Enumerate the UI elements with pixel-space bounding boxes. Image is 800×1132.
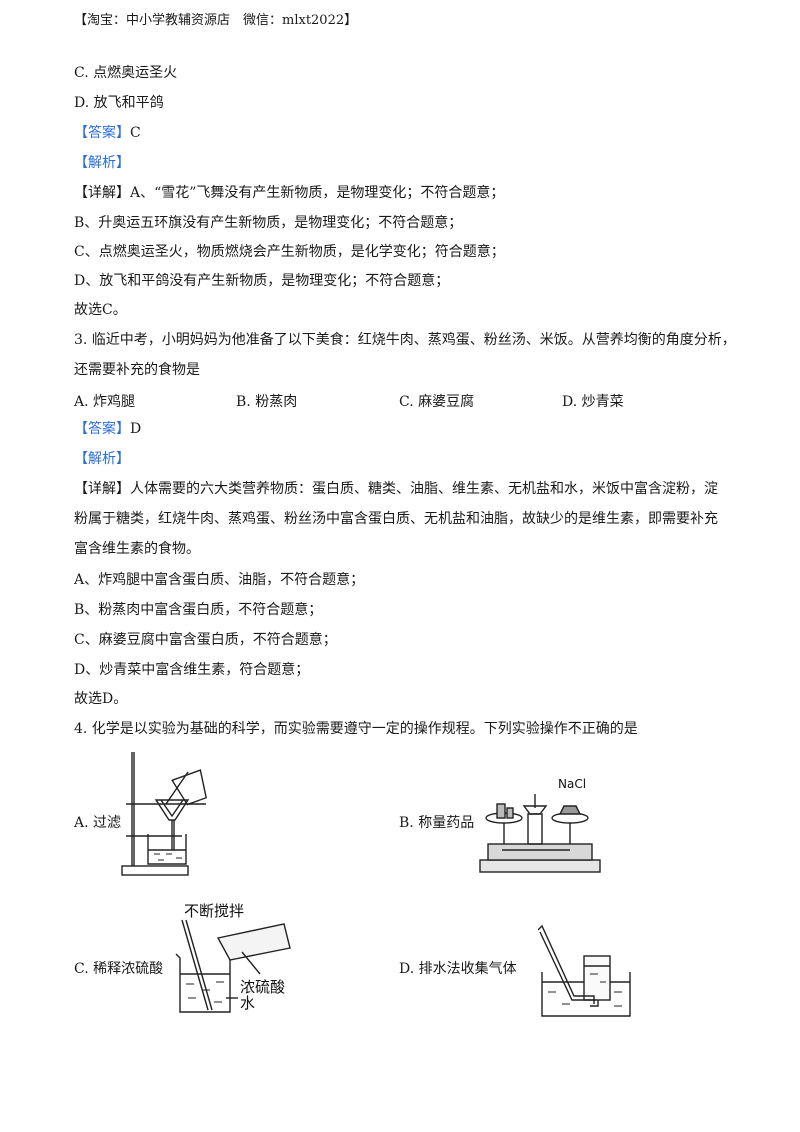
q2-analysis-tag: 【解析】: [74, 155, 130, 171]
q3-option-d: D. 炒青菜: [562, 394, 624, 410]
q2-option-c: C. 点燃奥运圣火: [74, 65, 178, 81]
fig-d-label: D. 排水法收集气体: [399, 961, 517, 977]
answer-value: C: [130, 125, 141, 141]
q3-stem-1: 3. 临近中考，小明妈妈为他准备了以下美食：红烧牛肉、蒸鸡蛋、粉丝汤、米饭。从营…: [74, 332, 736, 348]
filtration-figure: [121, 752, 207, 876]
q3-detail-1: 【详解】人体需要的六大类营养物质：蛋白质、糖类、油脂、维生素、无机盐和水，米饭中…: [74, 481, 718, 497]
answer-tag: 【答案】: [74, 125, 130, 141]
q3-option-b: B. 粉蒸肉: [236, 394, 298, 410]
fig-c-label: C. 稀释浓硫酸: [74, 961, 164, 977]
q2-answer: 【答案】C: [74, 124, 141, 142]
answer-value: D: [130, 421, 142, 437]
q3-detail-a: A、炸鸡腿中富含蛋白质、油脂，不符合题意；: [74, 572, 365, 588]
q2-detail-c: C、点燃奥运圣火，物质燃烧会产生新物质，是化学变化；符合题意；: [74, 244, 505, 260]
q3-detail-c: C、麻婆豆腐中富含蛋白质，不符合题意；: [74, 632, 337, 648]
q3-analysis-tag: 【解析】: [74, 451, 130, 467]
q3-detail-d: D、炒青菜中富含维生素，符合题意；: [74, 662, 310, 678]
q2-detail-b: B、升奥运五环旗没有产生新物质，是物理变化；不符合题意；: [74, 215, 463, 231]
gas-collection-figure: [538, 924, 631, 1017]
q3-stem-2: 还需要补充的食物是: [74, 362, 200, 378]
q2-option-d: D. 放飞和平鸽: [74, 95, 164, 111]
balance-figure: NaCl: [479, 777, 601, 873]
fig-a-label: A. 过滤: [74, 815, 122, 831]
dilution-figure: 不断搅拌 浓硫酸 水: [175, 902, 291, 1013]
nacl-label: NaCl: [558, 777, 586, 791]
fig-b-label: B. 称量药品: [399, 815, 475, 831]
q3-detail-2: 粉属于糖类，红烧牛肉、蒸鸡蛋、粉丝汤中富含蛋白质、无机盐和油脂，故缺少的是维生素…: [74, 511, 718, 527]
q3-option-c: C. 麻婆豆腐: [399, 394, 475, 410]
q3-detail-b: B、粉蒸肉中富含蛋白质，不符合题意；: [74, 602, 323, 618]
q2-choice: 故选C。: [74, 302, 127, 318]
answer-tag: 【答案】: [74, 421, 130, 437]
q3-detail-3: 富含维生素的食物。: [74, 541, 200, 557]
q3-answer: 【答案】D: [74, 420, 141, 438]
q3-choice: 故选D。: [74, 691, 128, 707]
water-label: 水: [240, 994, 255, 1012]
q3-option-a: A. 炸鸡腿: [74, 394, 136, 410]
page-header: 【淘宝：中小学教辅资源店 微信：mlxt2022】: [74, 13, 358, 28]
q2-detail-d: D、放飞和平鸽没有产生新物质，是物理变化；不符合题意；: [74, 273, 450, 289]
stir-label: 不断搅拌: [184, 902, 244, 920]
q4-stem: 4. 化学是以实验为基础的科学，而实验需要遵守一定的操作规程。下列实验操作不正确…: [74, 721, 638, 737]
q2-detail: 【详解】A、“雪花”飞舞没有产生新物质，是物理变化；不符合题意；: [74, 185, 505, 201]
acid-label: 浓硫酸: [240, 978, 285, 996]
